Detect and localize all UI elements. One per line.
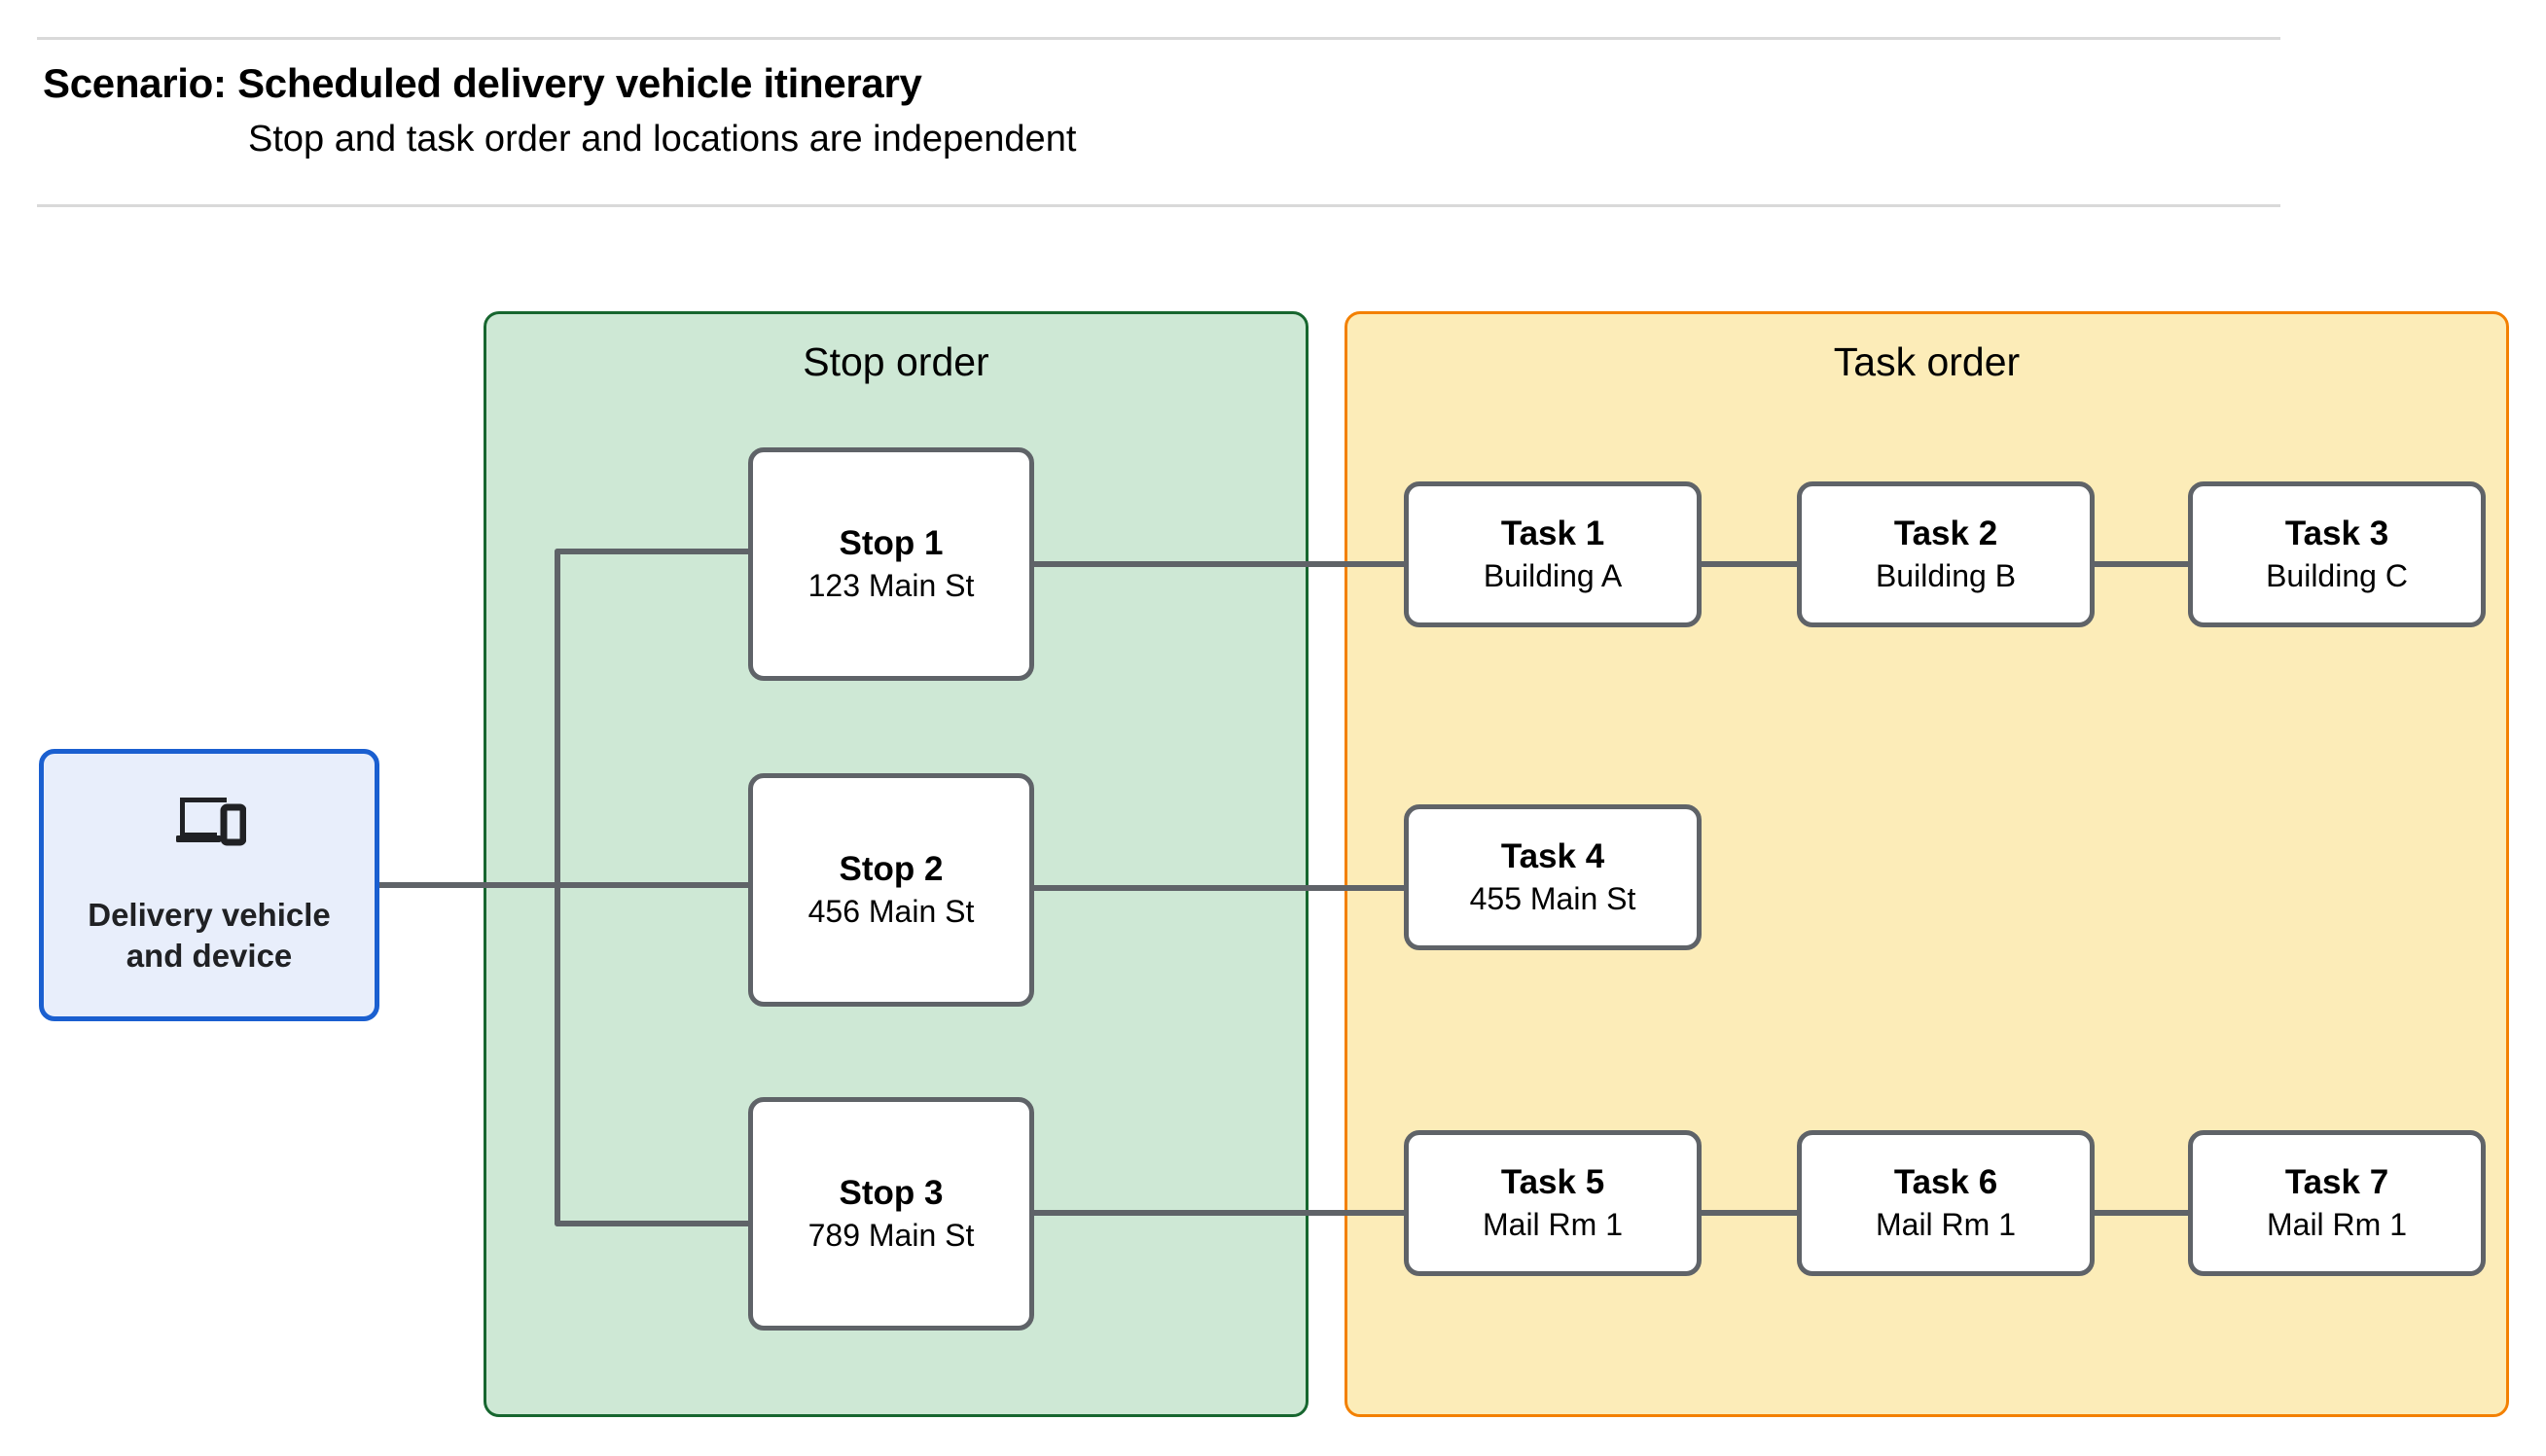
task-node-4[interactable]: Task 4 455 Main St xyxy=(1404,804,1702,950)
header-divider-top xyxy=(37,37,2280,40)
stop-node-title: Stop 2 xyxy=(839,849,944,888)
task-node-title: Task 7 xyxy=(2284,1162,2389,1201)
task-node-title: Task 5 xyxy=(1500,1162,1605,1201)
task-node-title: Task 6 xyxy=(1893,1162,1998,1201)
stop-order-group-title: Stop order xyxy=(803,339,989,384)
stop-node-location: 123 Main St xyxy=(807,567,975,603)
task-node-location: Building C xyxy=(2266,557,2408,593)
task-node-location: Building A xyxy=(1483,557,1623,593)
task-node-location: Mail Rm 1 xyxy=(2266,1206,2407,1242)
task-node-title: Task 4 xyxy=(1500,836,1605,875)
delivery-vehicle-and-device-node[interactable]: Delivery vehicle and device xyxy=(39,749,379,1021)
stop-node-location: 789 Main St xyxy=(807,1217,975,1253)
devices-icon xyxy=(172,794,247,850)
task-node-7[interactable]: Task 7 Mail Rm 1 xyxy=(2188,1130,2486,1276)
task-node-6[interactable]: Task 6 Mail Rm 1 xyxy=(1797,1130,2095,1276)
task-node-title: Task 1 xyxy=(1500,514,1605,552)
task-node-location: Building B xyxy=(1875,557,2017,593)
stop-node-2[interactable]: Stop 2 456 Main St xyxy=(748,773,1034,1007)
page-subtitle: Stop and task order and locations are in… xyxy=(248,119,1077,160)
task-node-3[interactable]: Task 3 Building C xyxy=(2188,481,2486,627)
task-node-5[interactable]: Task 5 Mail Rm 1 xyxy=(1404,1130,1702,1276)
task-node-location: 455 Main St xyxy=(1469,880,1636,916)
task-node-location: Mail Rm 1 xyxy=(1482,1206,1623,1242)
task-node-1[interactable]: Task 1 Building A xyxy=(1404,481,1702,627)
delivery-vehicle-and-device-label: Delivery vehicle and device xyxy=(88,896,331,974)
task-order-group-title: Task order xyxy=(1833,339,2021,384)
page-title: Scenario: Scheduled delivery vehicle iti… xyxy=(43,60,922,106)
stop-node-title: Stop 1 xyxy=(839,523,944,562)
stop-node-3[interactable]: Stop 3 789 Main St xyxy=(748,1097,1034,1331)
task-node-2[interactable]: Task 2 Building B xyxy=(1797,481,2095,627)
task-node-title: Task 2 xyxy=(1893,514,1998,552)
stop-node-location: 456 Main St xyxy=(807,893,975,929)
stop-node-1[interactable]: Stop 1 123 Main St xyxy=(748,447,1034,681)
header-divider-bottom xyxy=(37,204,2280,207)
stop-node-title: Stop 3 xyxy=(839,1173,944,1212)
task-node-location: Mail Rm 1 xyxy=(1875,1206,2016,1242)
task-node-title: Task 3 xyxy=(2284,514,2389,552)
